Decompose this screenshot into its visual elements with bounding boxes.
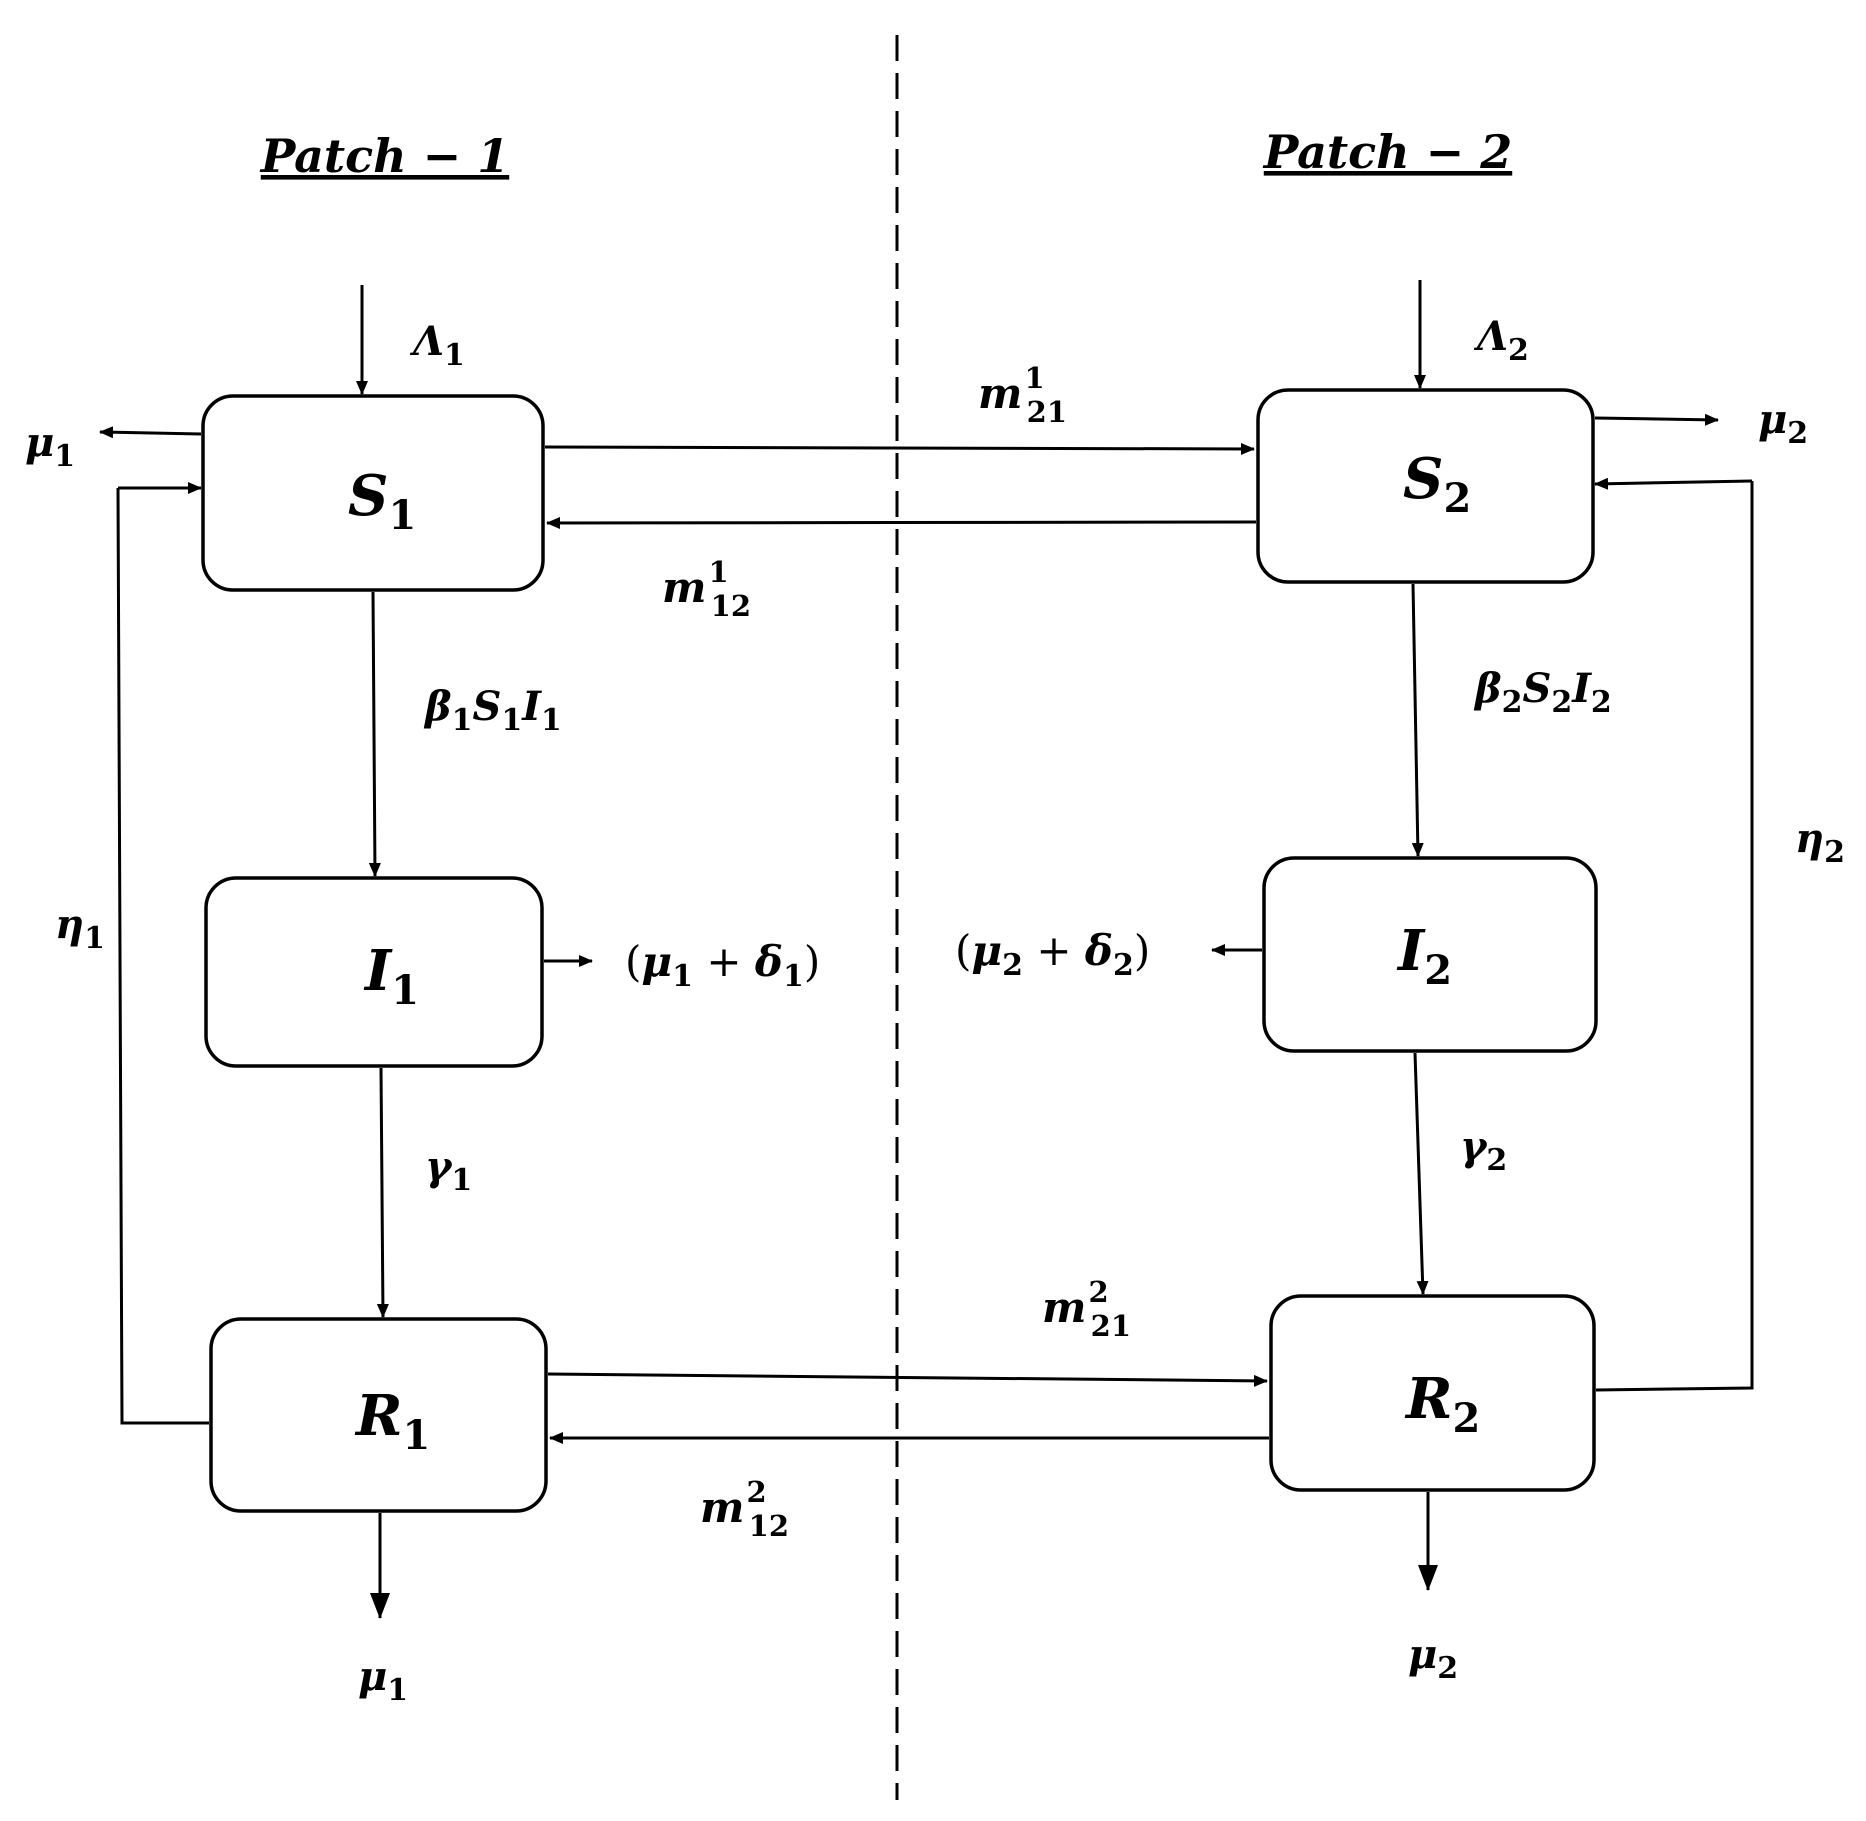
label-mu2-s: μ2	[1758, 396, 1808, 451]
arrow-s2-mu2-out	[1594, 413, 1719, 426]
label-infection1: β1S1I1	[423, 683, 562, 738]
label-death1: (μ1 + δ1)	[625, 937, 820, 994]
arrow-i1-to-r1	[376, 1067, 389, 1318]
box-s1	[201, 394, 545, 592]
line-eta1-return	[116, 487, 209, 1425]
label-s2: S2	[1403, 446, 1471, 522]
arrow-i2-to-r2	[1413, 1052, 1429, 1295]
label-eta2: η2	[1795, 815, 1845, 870]
arrow-m21-1	[544, 442, 1255, 455]
label-gamma1: γ1	[425, 1143, 472, 1198]
label-s1: S1	[348, 463, 416, 539]
label-death2: (μ2 + δ2)	[955, 926, 1150, 983]
arrow-m21-2	[547, 1372, 1268, 1387]
label-mu1-r: μ1	[358, 1653, 408, 1708]
arrow-eta2-into-s2	[1594, 477, 1753, 490]
label-infection2: β2S2I2	[1473, 665, 1612, 720]
label-eta1: η1	[55, 901, 105, 956]
label-i1: I1	[363, 938, 419, 1014]
label-lambda1: Λ1	[409, 318, 465, 373]
label-mu1-s: μ1	[25, 419, 75, 474]
box-s2	[1256, 388, 1595, 584]
patch2-heading: Patch − 2	[1262, 125, 1512, 179]
arrow-s2-to-i2	[1411, 583, 1424, 857]
arrow-s1-mu1-out	[99, 426, 202, 439]
box-i1	[204, 876, 544, 1068]
box-r2	[1269, 1294, 1596, 1492]
label-i2: I2	[1396, 918, 1452, 994]
arrow-m12-1	[546, 516, 1257, 529]
label-gamma2: γ2	[1460, 1123, 1507, 1178]
box-r1	[209, 1317, 548, 1513]
label-r2: R2	[1404, 1366, 1480, 1442]
patch1-heading: Patch − 1	[259, 129, 509, 183]
label-mu2-r: μ2	[1408, 1631, 1458, 1686]
label-r1: R1	[354, 1383, 430, 1459]
box-i2	[1262, 856, 1598, 1053]
label-lambda2: Λ2	[1473, 313, 1529, 368]
line-eta2-return	[1595, 481, 1754, 1392]
arrow-s1-to-i1	[368, 591, 381, 877]
